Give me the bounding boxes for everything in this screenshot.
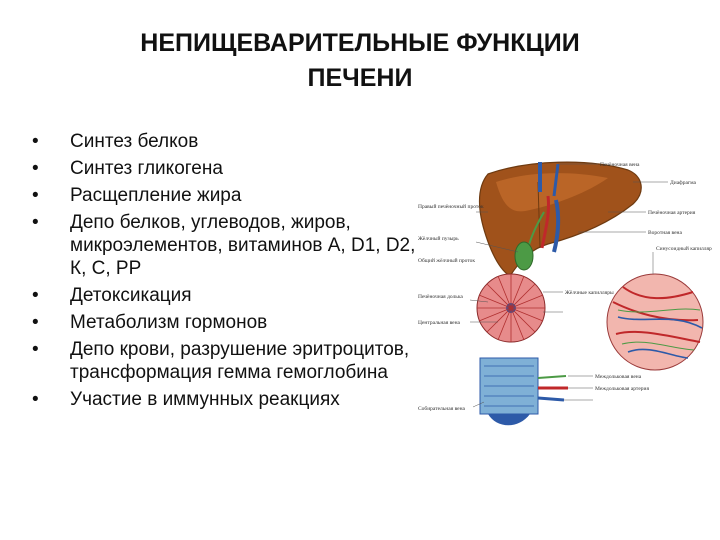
bullet-icon: •: [32, 389, 39, 410]
label-central-vein: Центральная вена: [418, 320, 461, 326]
list-item: • Синтез белков: [30, 130, 435, 153]
slide-title: НЕПИЩЕВАРИТЕЛЬНЫЕ ФУНКЦИИ ПЕЧЕНИ: [60, 26, 660, 96]
bullet-icon: •: [32, 212, 39, 233]
label-portal-vein: Воротная вена: [648, 230, 682, 236]
list-item: • Участие в иммунных реакциях: [30, 388, 435, 411]
portal-triad-diagram: [479, 357, 568, 426]
list-item-text: Депо крови, разрушение эритроцитов, тран…: [70, 339, 410, 383]
label-hepatic-artery: Печёночная артерия: [648, 210, 696, 216]
list-item: • Расщепление жира: [30, 184, 435, 207]
bullet-icon: •: [32, 131, 39, 152]
function-list: • Синтез белков • Синтез гликогена • Расщеп…: [30, 130, 435, 415]
bullet-icon: •: [32, 285, 39, 306]
label-hepatic-vein: Печёночная вена: [600, 162, 640, 168]
label-bile-canal: Жёлчные капилляры: [565, 290, 614, 296]
lobule-diagram: [476, 273, 546, 343]
label-diaphragm: Диафрагма: [670, 179, 697, 186]
list-item-text: Депо белков, углеводов, жиров, микроэлем…: [70, 212, 416, 279]
list-item: • Депо белков, углеводов, жиров, микроэле…: [30, 211, 435, 280]
label-right-duct: Правый печёночный проток: [418, 203, 484, 210]
liver-image: [478, 161, 642, 277]
list-item-text: Детоксикация: [70, 285, 192, 306]
list-item: • Синтез гликогена: [30, 157, 435, 180]
label-common-duct: Общий жёлчный проток: [418, 257, 475, 264]
sinusoid-section: [606, 273, 704, 371]
list-item-text: Расщепление жира: [70, 185, 242, 206]
label-interlobular-vein: Междольковая вена: [595, 374, 642, 380]
list-item: • Детоксикация: [30, 284, 435, 307]
title-line-1: НЕПИЩЕВАРИТЕЛЬНЫЕ ФУНКЦИИ: [140, 29, 580, 57]
label-sinusoid: Синусоидный капилляр: [656, 245, 712, 252]
list-item: • Метаболизм гормонов: [30, 311, 435, 334]
liver-anatomy-illustration: Печёночная вена Диафрагма Печёночная арт…: [418, 161, 712, 426]
label-lobule: Печёночная долька: [418, 294, 463, 300]
title-line-2: ПЕЧЕНИ: [307, 64, 413, 92]
list-item-text: Синтез белков: [70, 131, 199, 152]
bullet-icon: •: [32, 158, 39, 179]
list-item-text: Участие в иммунных реакциях: [70, 389, 340, 410]
list-item-text: Метаболизм гормонов: [70, 312, 268, 333]
label-collecting-vein: Собирательная вена: [418, 405, 466, 412]
list-item: • Депо крови, разрушение эритроцитов, тра…: [30, 338, 435, 384]
list-item-text: Синтез гликогена: [70, 158, 223, 179]
bullet-icon: •: [32, 185, 39, 206]
label-interlobular-artery: Междольковая артерия: [595, 386, 649, 392]
bullet-icon: •: [32, 339, 39, 360]
bullet-icon: •: [32, 312, 39, 333]
label-gallbladder: Жёлчный пузырь: [418, 235, 459, 242]
